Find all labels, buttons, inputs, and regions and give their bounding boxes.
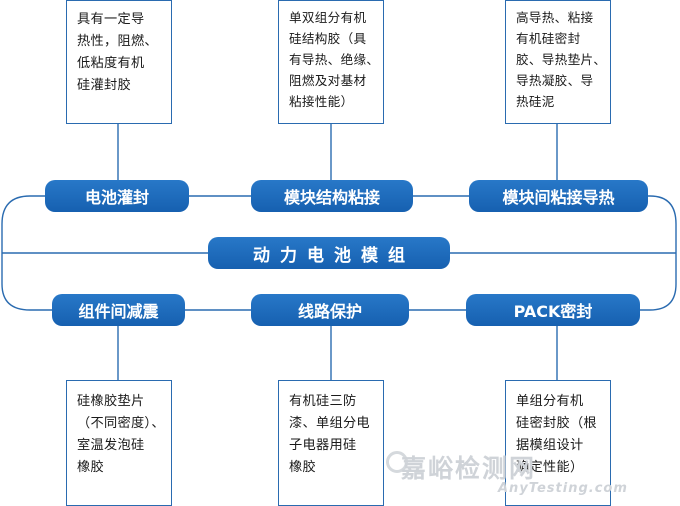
box-line: 导热凝胶、导 <box>516 73 594 88</box>
watermark-logo-icon <box>386 451 408 473</box>
box-line: 粘接性能） <box>289 94 354 109</box>
pill-structural-bonding: 模块结构粘接 <box>251 180 413 212</box>
box-line: 胶、导热垫片、 <box>516 52 607 67</box>
box-line: 据模组设计 <box>516 438 584 453</box>
box-line: 低粘度有机 <box>77 56 145 71</box>
box-line: 确定性能） <box>516 460 584 475</box>
box-line: 室温发泡硅 <box>77 438 145 453</box>
bottom-box-vibration-damping: 硅橡胶垫片 （不同密度）、 室温发泡硅 橡胶 <box>66 380 172 506</box>
pill-vibration-damping: 组件间减震 <box>52 294 185 326</box>
pill-battery-potting: 电池灌封 <box>45 180 189 212</box>
watermark-text: 嘉峪检测网 <box>401 454 537 483</box>
top-box-thermal-bonding: 高导热、粘接 有机硅密封 胶、导热垫片、 导热凝胶、导 热硅泥 <box>505 0 611 124</box>
top-box-battery-potting: 具有一定导 热性，阻燃、 低粘度有机 硅灌封胶 <box>66 0 172 124</box>
pill-thermal-bonding: 模块间粘接导热 <box>469 180 648 212</box>
box-line: 单组分有机 <box>516 394 584 409</box>
bottom-box-circuit-protection: 有机硅三防 漆、单组分电 子电器用硅 橡胶 <box>278 380 384 506</box>
outer-loop-line <box>1 195 52 311</box>
box-line: 硅灌封胶 <box>77 78 131 93</box>
pill-power-battery-module: 动力电池模组 <box>208 237 450 269</box>
box-line: 硅橡胶垫片 <box>77 394 145 409</box>
box-line: 硅密封胶（根 <box>516 416 597 431</box>
box-line: 热性，阻燃、 <box>77 34 158 49</box>
box-line: 子电器用硅 <box>289 438 357 453</box>
box-line: 有机硅密封 <box>516 31 581 46</box>
box-line: 具有一定导 <box>77 12 145 27</box>
box-line: 有导热、绝缘、 <box>289 52 380 67</box>
box-line: （不同密度）、 <box>77 416 165 431</box>
box-line: 阻燃及对基材 <box>289 73 367 88</box>
watermark-url: AnyTesting.com <box>498 481 628 496</box>
box-line: 漆、单组分电 <box>289 416 370 431</box>
box-line: 单双组分有机 <box>289 10 367 25</box>
box-line: 高导热、粘接 <box>516 10 594 25</box>
box-line: 橡胶 <box>289 460 316 475</box>
pill-pack-sealing: PACK密封 <box>466 294 640 326</box>
top-box-structural-bonding: 单双组分有机 硅结构胶（具 有导热、绝缘、 阻燃及对基材 粘接性能） <box>278 0 384 124</box>
box-line: 有机硅三防 <box>289 394 357 409</box>
box-line: 硅结构胶（具 <box>289 31 367 46</box>
box-line: 橡胶 <box>77 460 104 475</box>
pill-circuit-protection: 线路保护 <box>251 294 409 326</box>
bottom-box-pack-sealing: 单组分有机 硅密封胶（根 据模组设计 确定性能） <box>505 380 611 506</box>
box-line: 热硅泥 <box>516 94 555 109</box>
outer-loop-line-right <box>640 195 677 311</box>
